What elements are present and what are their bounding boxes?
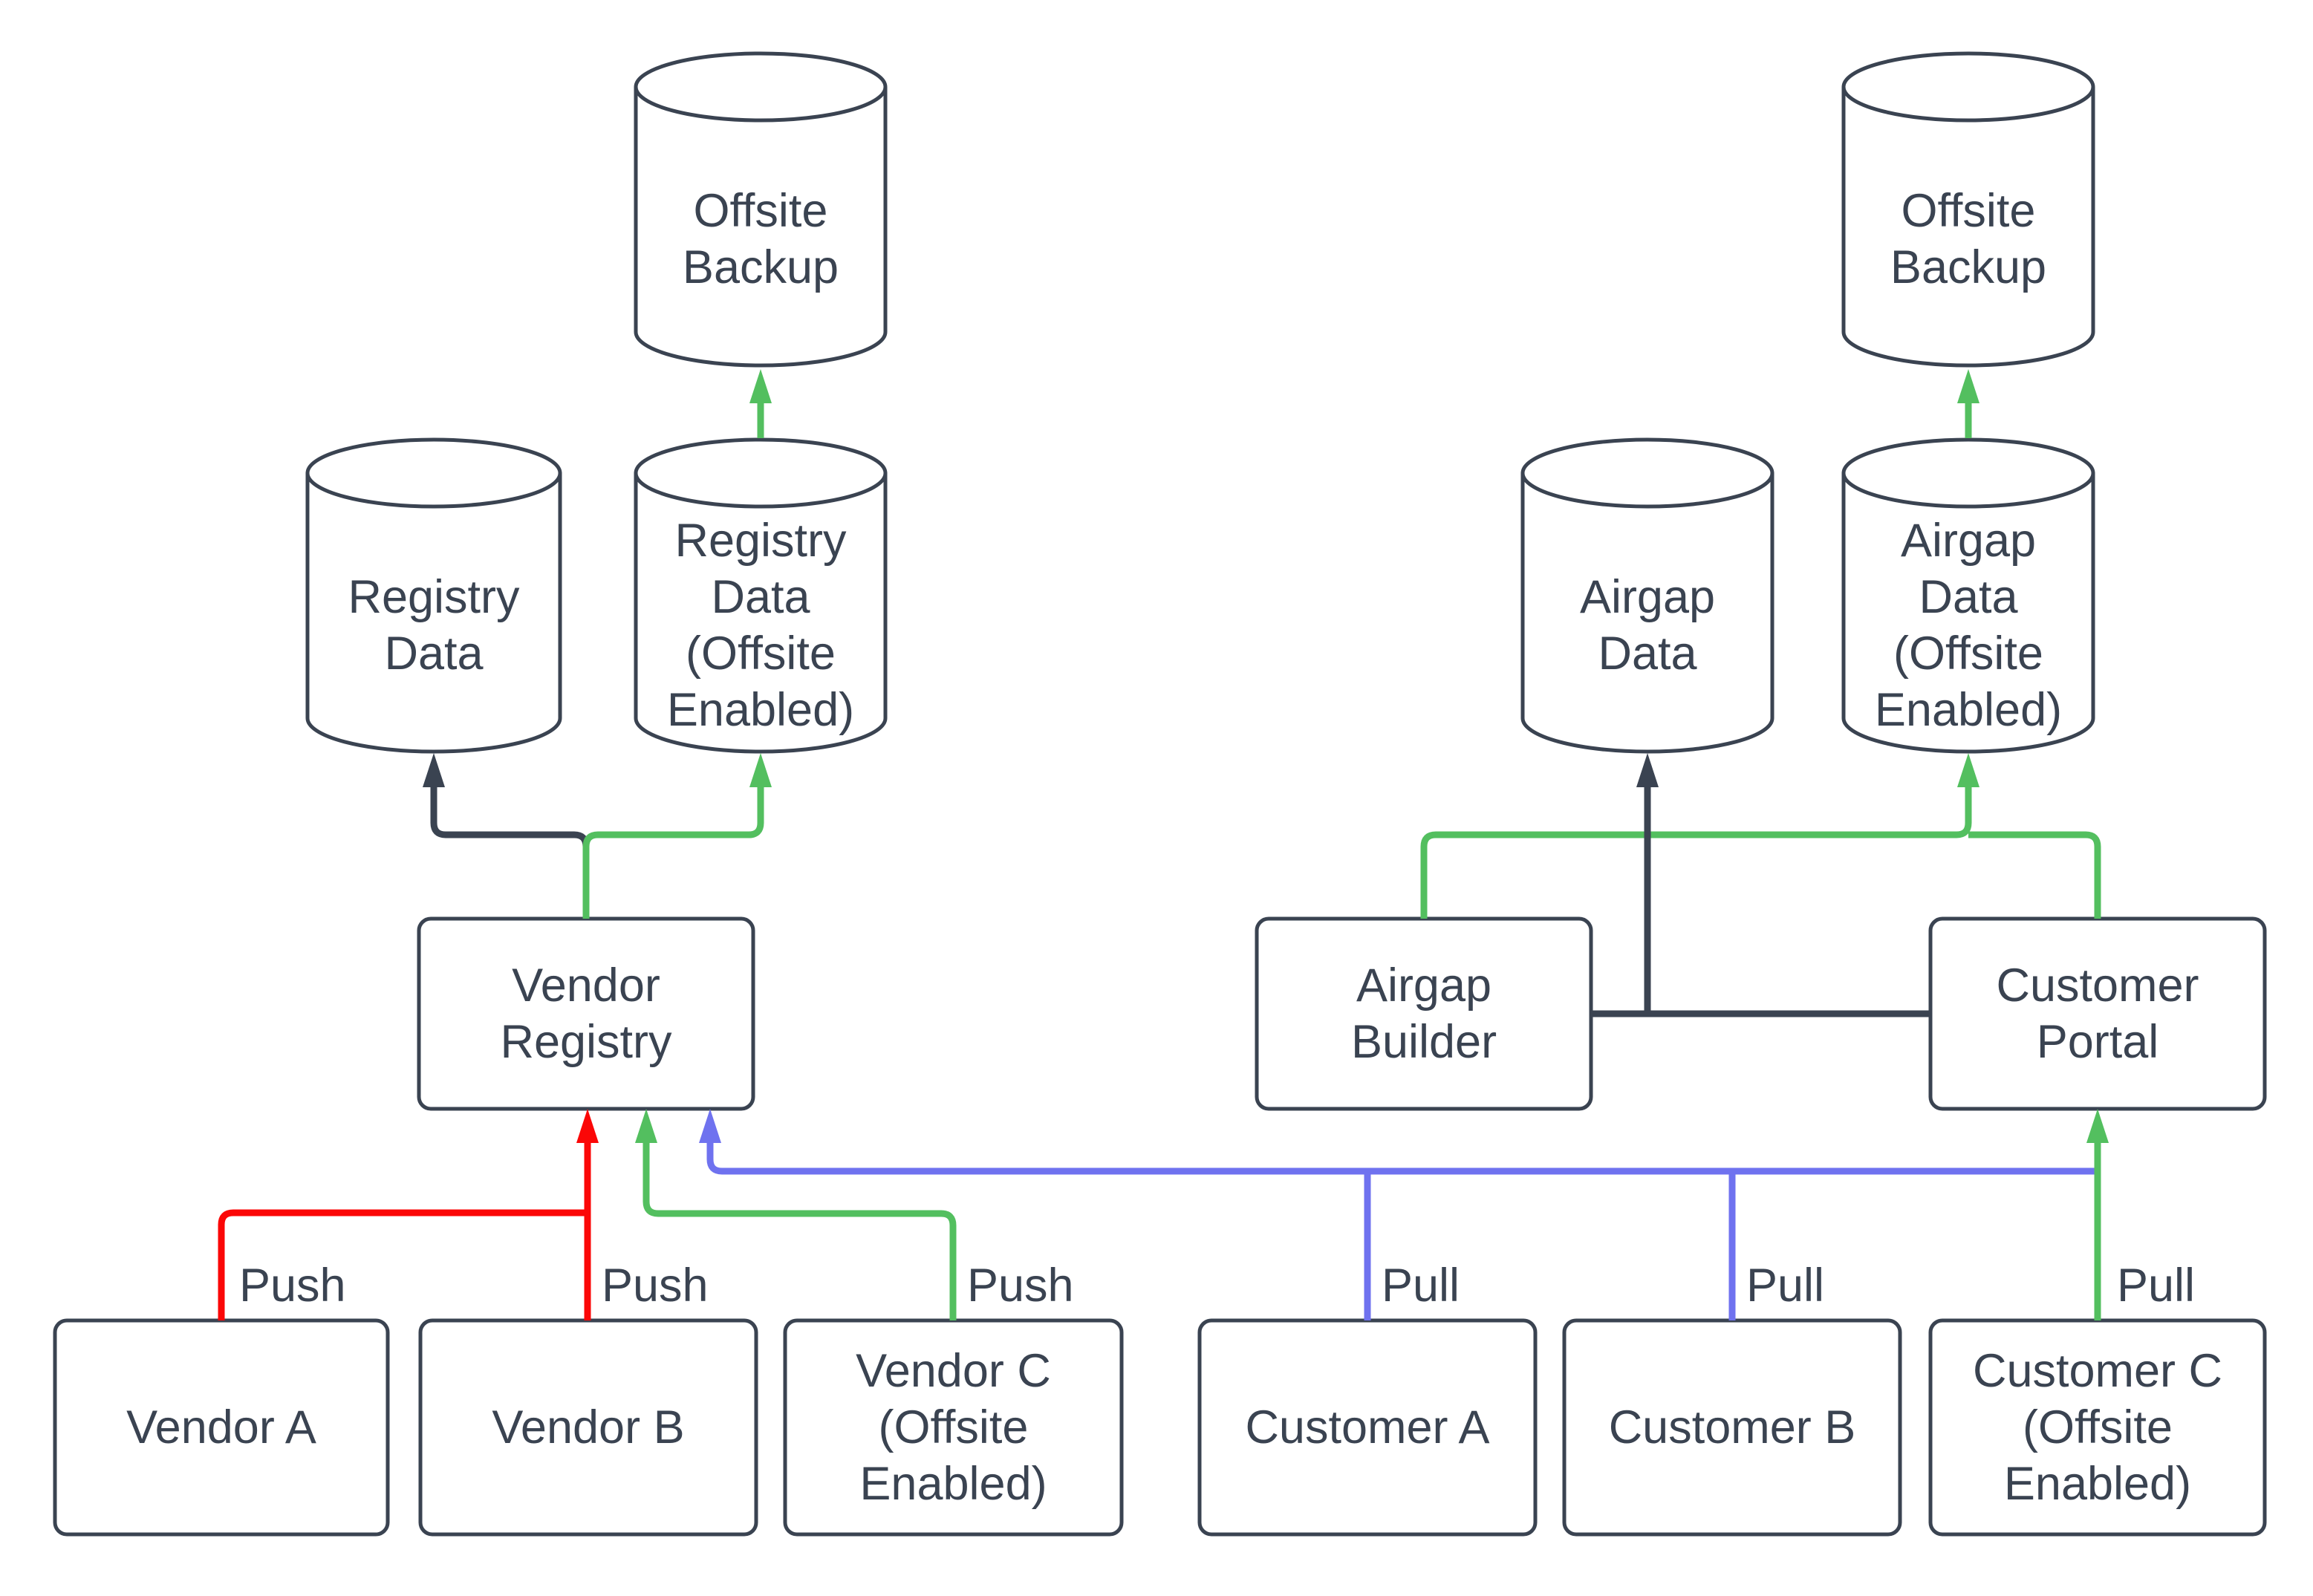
box-vendor-b [418, 1318, 758, 1537]
arrowhead-registry-data-offsite [749, 753, 772, 787]
box-customer-portal [1928, 916, 2267, 1111]
arrowhead-vendor-registry-green [635, 1109, 657, 1143]
edge-customer-c-pull [2086, 1109, 2109, 1320]
edge-airgap-offsite-to-offsite-backup [1957, 369, 1979, 438]
box-vendor-c [783, 1318, 1124, 1537]
box-vendor-a [53, 1318, 390, 1537]
box-customer-a [1197, 1318, 1538, 1537]
edge-customers-pull-to-vendor-registry [699, 1109, 2098, 1175]
arrowhead-registry-data [423, 753, 445, 787]
edge-vendor-b-push [576, 1109, 599, 1320]
box-customer-c [1928, 1318, 2267, 1537]
edge-vendor-c-push [635, 1109, 957, 1320]
cylinder-registry-data [305, 437, 562, 754]
edge-customer-portal-to-airgap-data-offsite [1968, 831, 2101, 919]
arrowhead-airgap-data [1636, 753, 1659, 787]
box-vendor-registry [417, 916, 755, 1111]
cylinder-offsite-backup-right [1841, 51, 2095, 368]
box-airgap-builder [1255, 916, 1593, 1111]
cylinder-offsite-backup-left [634, 51, 888, 368]
edge-airgap-builder-to-airgap-data-offsite [1420, 753, 1979, 919]
arrowhead-airgap-data-offsite [1957, 753, 1979, 787]
cylinder-registry-data-offsite [634, 437, 888, 754]
edge-vendor-a-push [218, 1209, 588, 1320]
arrowhead-offsite-backup-left [749, 369, 772, 403]
edge-vendor-registry-to-registry-data-offsite [582, 753, 772, 919]
arrowhead-vendor-registry-blue [699, 1109, 721, 1143]
arrowhead-offsite-backup-right [1957, 369, 1979, 403]
edge-to-airgap-data [1636, 753, 1659, 1014]
box-customer-b [1562, 1318, 1902, 1537]
arrowhead-vendor-registry-red [576, 1109, 599, 1143]
cylinder-airgap-data-offsite [1841, 437, 2095, 754]
arrowhead-customer-portal [2086, 1109, 2109, 1143]
edge-registry-offsite-to-offsite-backup [749, 369, 772, 438]
edge-vendor-registry-to-registry-data [423, 753, 590, 919]
cylinder-airgap-data [1520, 437, 1774, 754]
